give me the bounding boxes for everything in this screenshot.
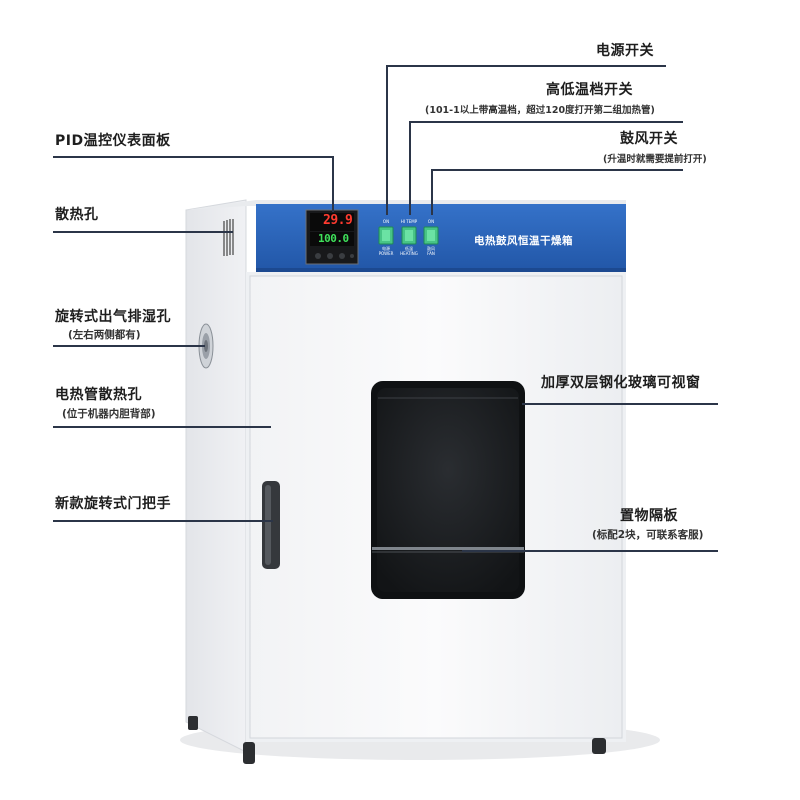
callout-pid-panel: PID温控仪表面板	[55, 133, 171, 149]
callout-temp-switch-note: (101-1以上带高温档，超过120度打开第二组加热管)	[425, 105, 655, 116]
switch-blower-top: ON	[427, 219, 435, 224]
leader-pid-v	[332, 156, 334, 212]
callout-blower-switch-note: (升温时就需要提前打开)	[603, 154, 707, 165]
switch-temp-top: HI TEMP	[400, 219, 418, 224]
pid-sv-display: 100.0	[318, 232, 349, 245]
foot-left	[243, 742, 255, 764]
callout-blower-switch: 鼓风开关	[620, 131, 678, 147]
panel-title: 电热鼓风恒温干燥箱	[474, 235, 573, 247]
leader-shelf	[462, 550, 718, 552]
callout-handle: 新款旋转式门把手	[55, 496, 171, 512]
callout-shelf-note: (标配2块，可联系客服)	[592, 529, 704, 541]
switch-blower-bottom: 鼓风 FAN	[427, 246, 435, 256]
temp-switch-shape	[401, 226, 417, 245]
switch-power-top: ON	[382, 219, 390, 224]
blower-switch-shape	[423, 226, 439, 245]
shelf	[372, 547, 524, 550]
leader-handle	[53, 520, 273, 522]
callout-vents: 散热孔	[55, 207, 99, 223]
leader-temp-h	[409, 121, 683, 123]
callout-window: 加厚双层钢化玻璃可视窗	[541, 375, 701, 391]
pid-pv-display: 29.9	[323, 213, 353, 228]
switch-temp-bottom: 低温 HEATING	[400, 246, 418, 256]
leader-temp-v	[409, 121, 411, 215]
leader-vents	[53, 231, 233, 233]
leader-power-v	[386, 65, 388, 215]
callout-power-switch: 电源开关	[596, 43, 654, 59]
callout-temp-switch: 高低温档开关	[546, 82, 633, 98]
leader-window	[522, 403, 718, 405]
callout-shelf: 置物隔板	[620, 508, 678, 524]
callout-heater-vents-note: (位于机器内胆背部)	[62, 408, 156, 420]
door-handle	[262, 481, 280, 569]
leader-blower-h	[431, 169, 683, 171]
leader-power-h	[386, 65, 666, 67]
leader-heater	[53, 426, 271, 428]
leader-blower-v	[431, 169, 433, 215]
callout-exhaust: 旋转式出气排湿孔	[55, 309, 171, 325]
switch-power-bottom: 电源 POWER	[378, 246, 394, 256]
foot-right	[592, 738, 606, 754]
leader-pid-h	[53, 156, 333, 158]
power-switch-shape	[378, 226, 394, 245]
cabinet-side	[185, 199, 247, 753]
callout-heater-vents: 电热管散热孔	[55, 387, 142, 403]
side-vent-slots	[223, 219, 234, 256]
pid-controller	[305, 209, 359, 265]
leader-exhaust	[53, 345, 205, 347]
callout-exhaust-note: (左右两侧都有)	[68, 329, 141, 341]
